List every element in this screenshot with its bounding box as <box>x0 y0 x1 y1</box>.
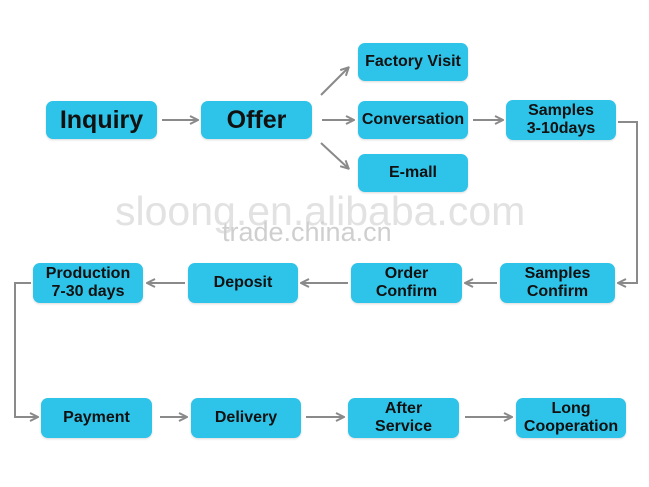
node-delivery: Delivery <box>191 398 301 438</box>
node-long-cooperation: Long Cooperation <box>516 398 626 438</box>
node-offer: Offer <box>201 101 312 139</box>
node-payment: Payment <box>41 398 152 438</box>
node-samples-confirm: Samples Confirm <box>500 263 615 303</box>
node-production: Production 7-30 days <box>33 263 143 303</box>
node-deposit: Deposit <box>188 263 298 303</box>
node-samples-days: Samples 3-10days <box>506 100 616 140</box>
arrow-samples-to-samples-confirm <box>618 121 638 283</box>
arrow-offer-factory-visit <box>320 68 348 96</box>
watermark-main: sloong.en.alibaba.com <box>115 188 526 234</box>
watermark-sub: trade.china.cn <box>222 217 392 247</box>
arrow-offer-email <box>320 142 348 168</box>
node-factory-visit: Factory Visit <box>358 43 468 81</box>
node-email: E-mall <box>358 154 468 192</box>
node-after-service: After Service <box>348 398 459 438</box>
node-order-confirm: Order Confirm <box>351 263 462 303</box>
node-conversation: Conversation <box>358 101 468 139</box>
arrow-production-to-payment <box>14 282 37 417</box>
node-inquiry: Inquiry <box>46 101 157 139</box>
